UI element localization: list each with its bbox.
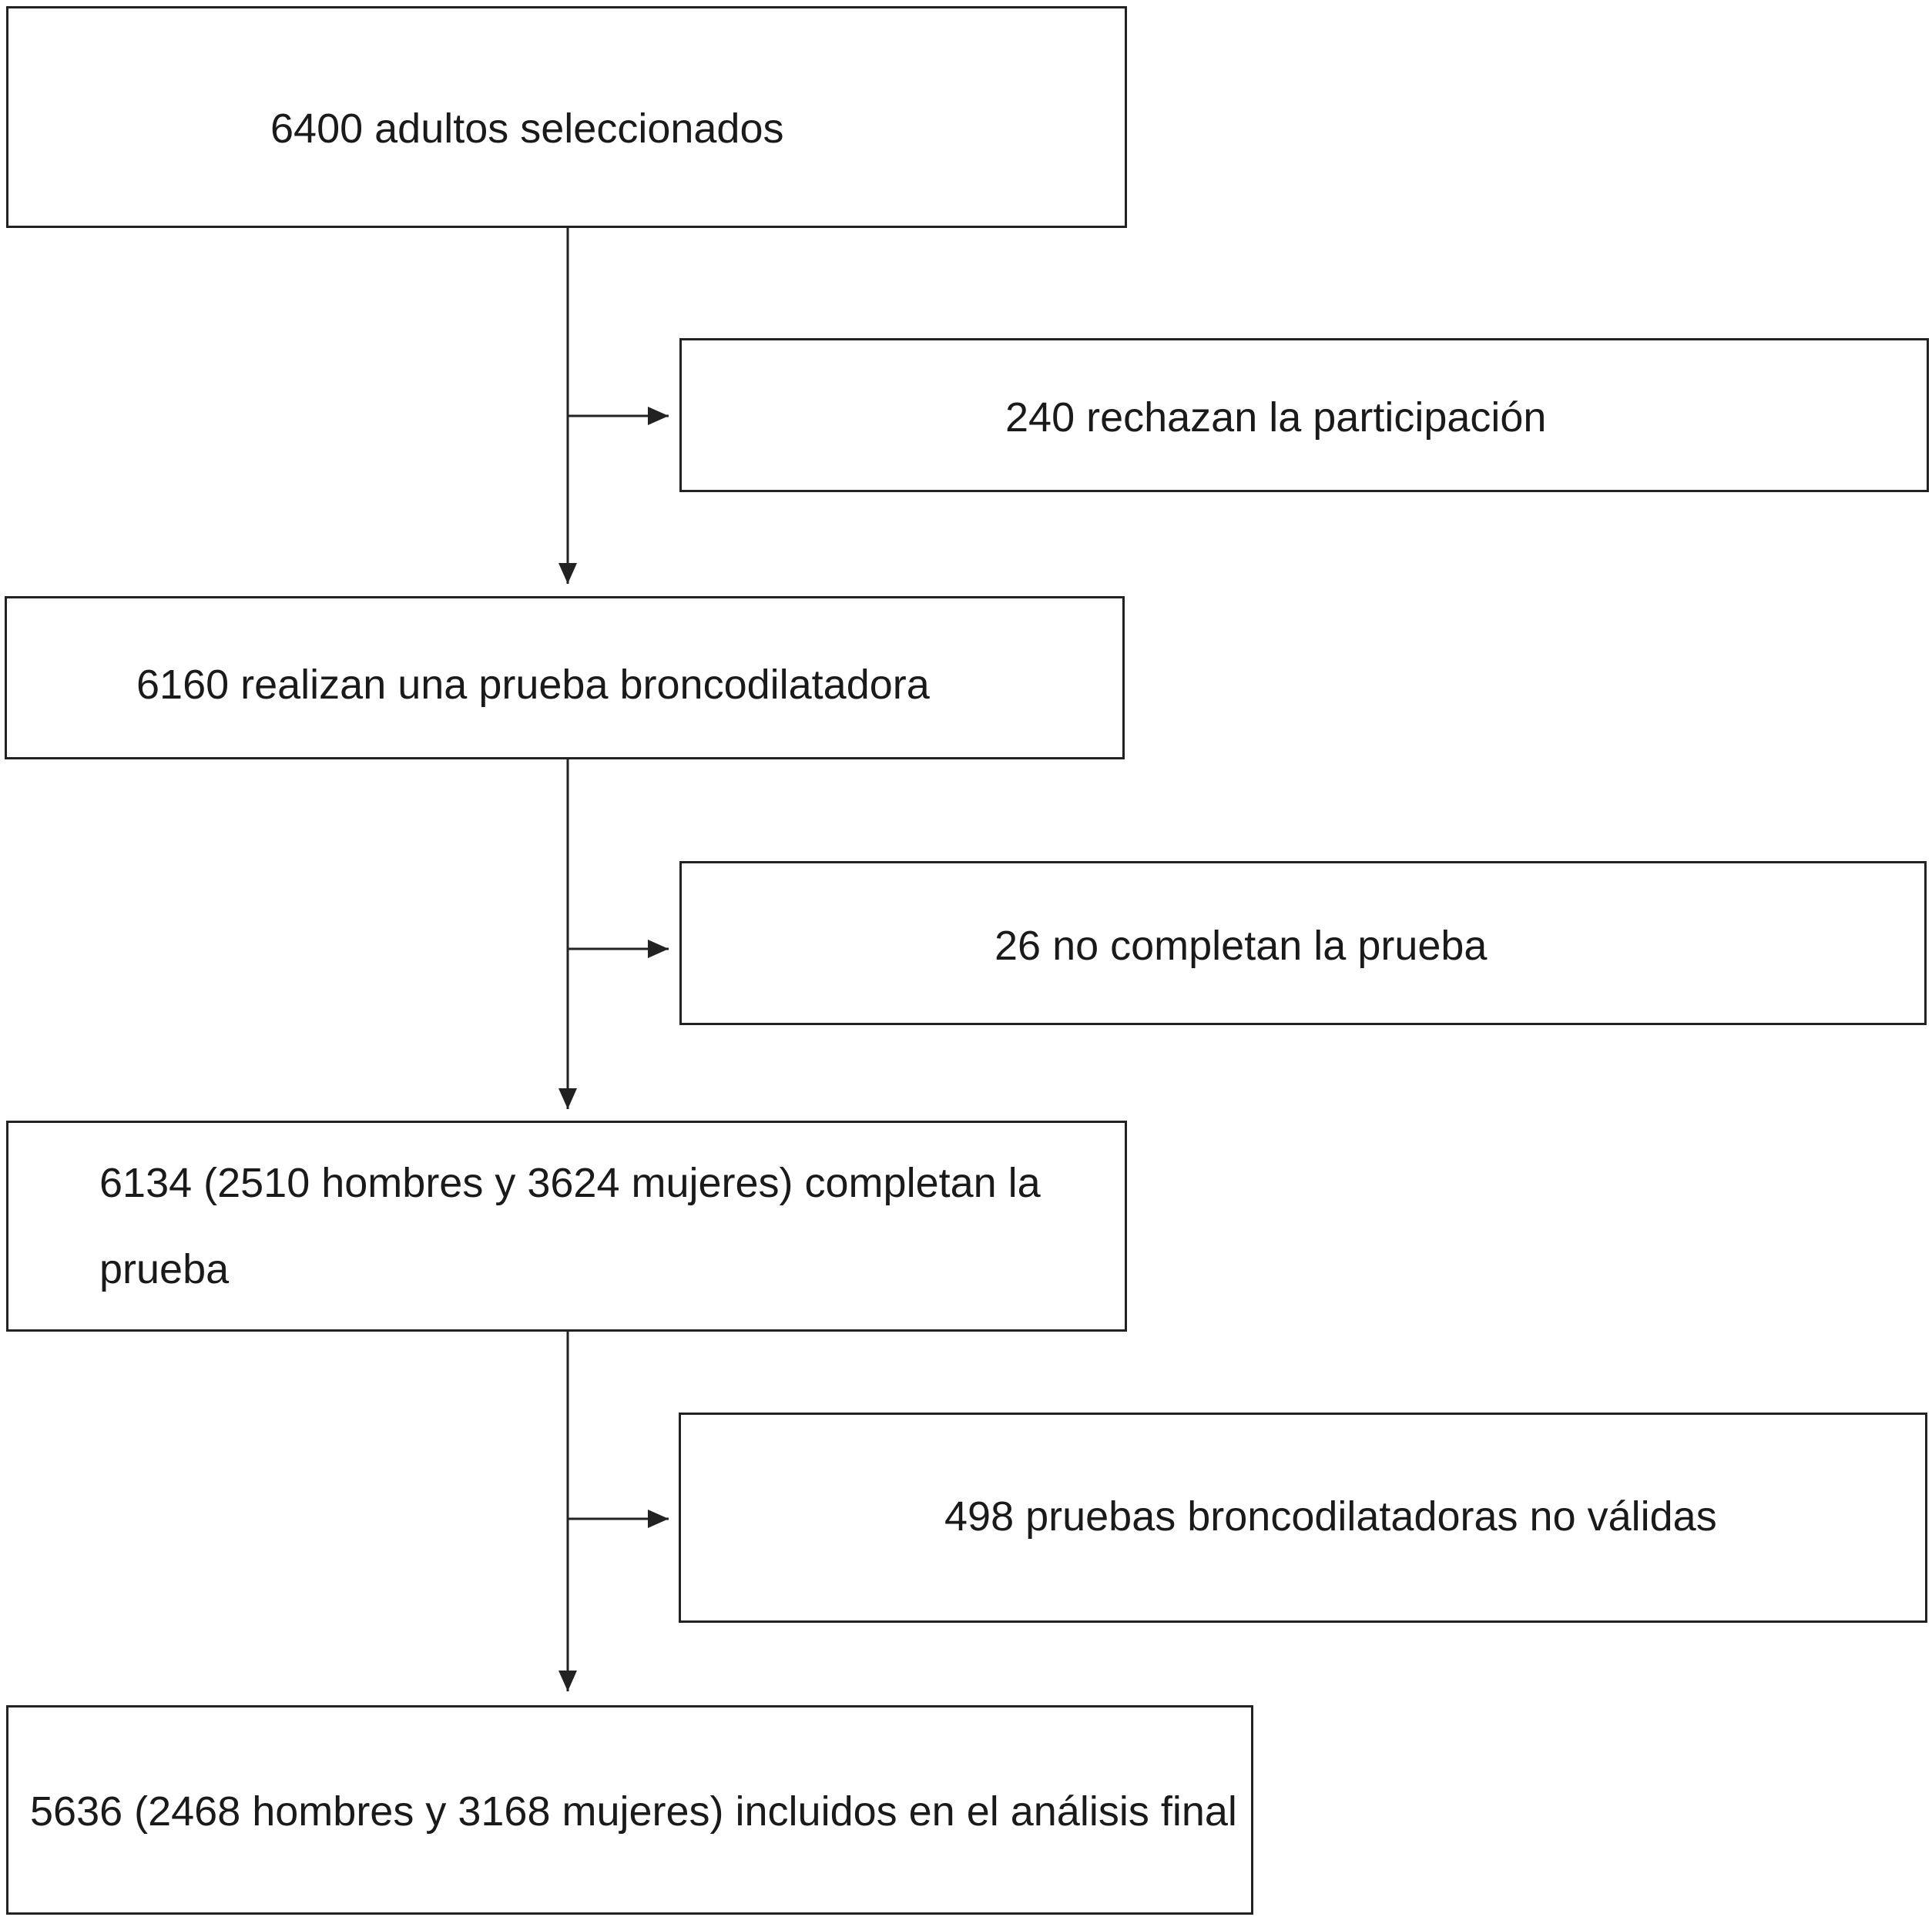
box-incomplete-test: 26 no completan la prueba — [679, 861, 1927, 1025]
box-completed-test-label: 6134 (2510 hombres y 3624 mujeres) compl… — [99, 1160, 1041, 1292]
box-refused-participation-label: 240 rechazan la participación — [1005, 394, 1547, 441]
box-refused-participation: 240 rechazan la participación — [679, 338, 1929, 492]
box-completed-test: 6134 (2510 hombres y 3624 mujeres) compl… — [6, 1121, 1127, 1332]
box-performed-test-label: 6160 realizan una prueba broncodilatador… — [136, 662, 930, 708]
box-invalid-tests: 498 pruebas broncodilatadoras no válidas — [679, 1413, 1927, 1623]
box-invalid-tests-label: 498 pruebas broncodilatadoras no válidas — [944, 1493, 1717, 1540]
box-final-analysis: 5636 (2468 hombres y 3168 mujeres) inclu… — [6, 1705, 1253, 1915]
box-performed-test: 6160 realizan una prueba broncodilatador… — [5, 596, 1125, 759]
box-final-analysis-label: 5636 (2468 hombres y 3168 mujeres) inclu… — [30, 1788, 1237, 1835]
box-incomplete-test-label: 26 no completan la prueba — [995, 923, 1488, 969]
box-adults-selected: 6400 adultos seleccionados — [6, 6, 1127, 228]
box-adults-selected-label: 6400 adultos seleccionados — [270, 106, 784, 152]
